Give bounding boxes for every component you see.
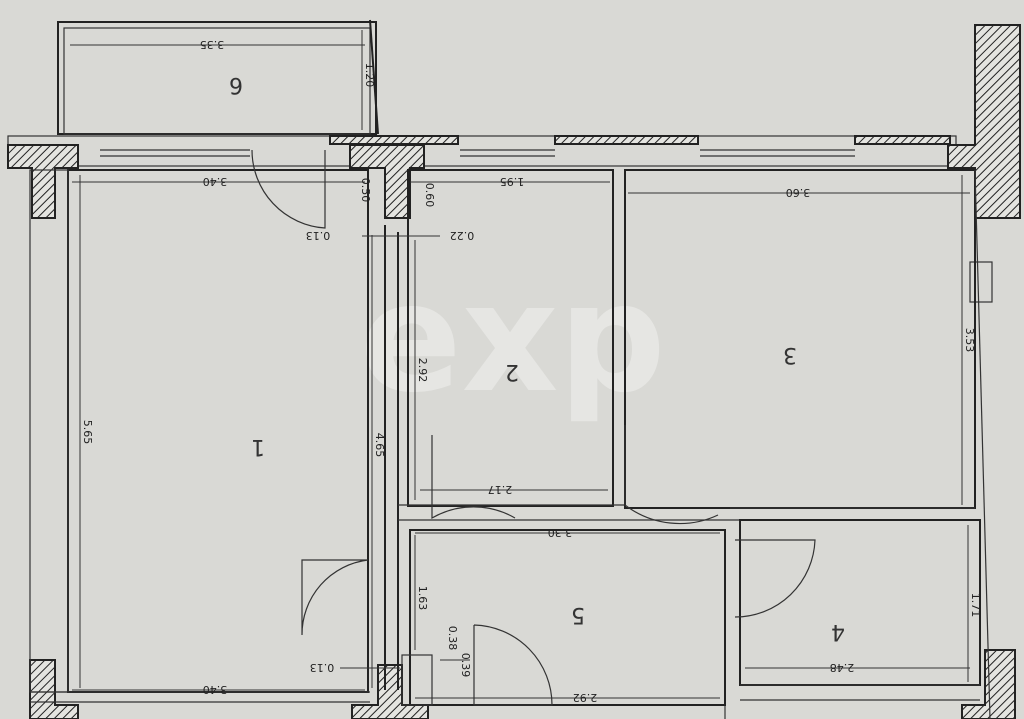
dim-corridor-length: 4.65 [373, 433, 386, 458]
dim-room4-width: 2.48 [830, 661, 855, 674]
dim-wall-050: 0.50 [359, 178, 372, 203]
dim-wall-060: 0.60 [423, 183, 436, 208]
balcony [57, 19, 379, 135]
dim-room3-depth: 3.53 [963, 328, 976, 353]
dim-gap-038: 0.38 [446, 626, 459, 651]
room-label-1: 1 [251, 434, 265, 459]
dim-gap-013-top: 0.13 [306, 229, 331, 242]
room-label-5: 5 [571, 602, 585, 627]
dim-room4-depth: 1.71 [969, 593, 982, 618]
dim-gap-039: 0.39 [459, 653, 472, 678]
dimension-labels: 3.35 1.20 3.40 0.50 0.60 1.95 3.60 0.13 … [81, 38, 982, 704]
room-label-6: 6 [229, 72, 243, 97]
room-label-3: 3 [783, 342, 797, 367]
dim-hall-bottom: 2.92 [573, 691, 598, 704]
dim-room1-width-top: 3.40 [203, 175, 228, 188]
dim-gap-013-bottom: 0.13 [310, 661, 335, 674]
room-3 [624, 169, 976, 521]
room-1 [29, 169, 370, 703]
dim-room2-depth: 2.92 [416, 358, 429, 383]
dim-balcony-depth: 1.20 [363, 63, 376, 88]
room-2 [398, 169, 730, 521]
dim-gap-022: 0.22 [450, 229, 475, 242]
dim-room1-length: 5.65 [81, 420, 94, 445]
room-label-4: 4 [831, 619, 845, 644]
structural-columns [7, 24, 1021, 719]
room-4 [724, 169, 991, 719]
dim-room3-width: 3.60 [786, 186, 811, 199]
dim-hall-depth: 1.63 [416, 586, 429, 611]
room-5 [401, 529, 726, 706]
dim-balcony-width: 3.35 [200, 38, 225, 51]
dim-hall-width: 3.30 [548, 526, 573, 539]
door-swings [251, 149, 816, 706]
exterior-top-wall [7, 135, 957, 167]
dim-room1-width-bottom: 3.40 [203, 683, 228, 696]
dim-room2-width: 1.95 [500, 175, 525, 188]
watermark-text: exp [360, 252, 666, 426]
dim-room2-bottom: 2.17 [488, 483, 513, 496]
dimension-lines [70, 30, 970, 699]
room-label-2: 2 [505, 359, 519, 384]
